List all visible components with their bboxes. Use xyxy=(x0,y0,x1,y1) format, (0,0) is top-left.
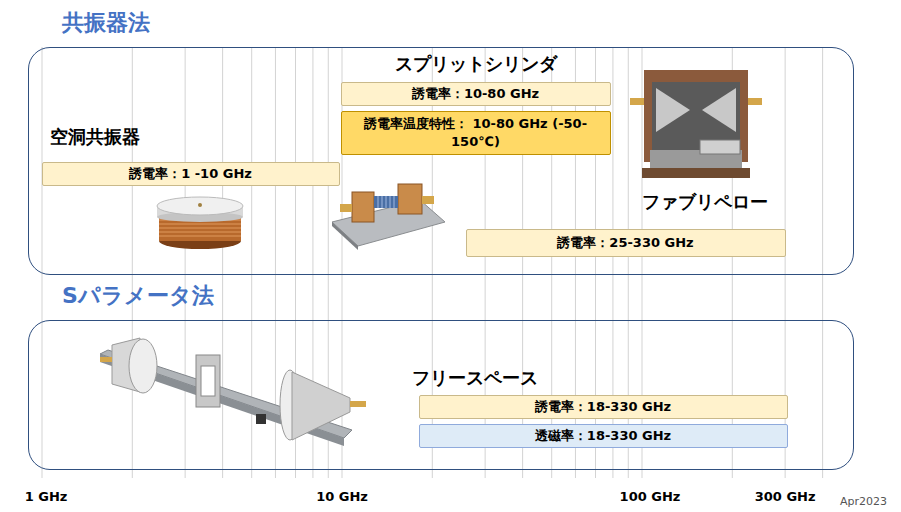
range-text: 誘電率：18-330 GHz xyxy=(535,398,671,416)
resonator-lid xyxy=(157,197,243,215)
coil-windings xyxy=(159,220,241,236)
sample-holder xyxy=(196,355,220,407)
connector xyxy=(350,401,366,407)
range-box: 誘電率：10-80 GHz xyxy=(341,82,611,106)
range-text: 誘電率：10-80 GHz xyxy=(412,85,539,103)
frame-top xyxy=(644,70,748,82)
connector xyxy=(748,98,762,105)
device-name: スプリットシリンダ xyxy=(395,53,557,74)
range-box: 誘電率温度特性： 10-80 GHz (-50-150℃) xyxy=(341,111,611,155)
range-text: 誘電率：1 -10 GHz xyxy=(129,165,252,183)
label-holder: スプリットシリンダ xyxy=(395,52,557,76)
grid-line xyxy=(222,47,223,478)
device-name: 空洞共振器 xyxy=(50,126,140,147)
frame-bottom xyxy=(642,168,750,178)
method-panel: 誘電率：18-330 GHz透磁率：18-330 GHzSパラメータ法 xyxy=(28,320,854,470)
axis-label: 1 GHz xyxy=(25,489,68,504)
label-holder: 10 GHz xyxy=(316,486,368,505)
device-name: ファブリペロー xyxy=(642,191,768,212)
cavity-resonator-picture xyxy=(157,197,243,249)
range-box: 透磁率：18-330 GHz xyxy=(419,424,788,448)
section-title: 共振器法 xyxy=(62,8,150,38)
range-text: 誘電率：25-330 GHz xyxy=(557,234,693,252)
label-holder: Apr2023 xyxy=(840,490,887,509)
range-box: 誘電率：25-330 GHz xyxy=(466,229,786,257)
label-holder: 1 GHz xyxy=(25,486,68,505)
section-title: Sパラメータ法 xyxy=(62,281,214,311)
label-holder: 300 GHz xyxy=(755,486,816,505)
axis-label: 300 GHz xyxy=(755,489,816,504)
mirror xyxy=(702,88,736,132)
connector xyxy=(630,98,644,105)
grid-line xyxy=(132,47,133,478)
grid-line xyxy=(822,47,823,478)
spring-coils xyxy=(378,196,394,208)
sample-window xyxy=(201,366,215,396)
micrometer xyxy=(700,140,740,154)
axis-label: 100 GHz xyxy=(620,489,681,504)
mirror xyxy=(656,88,690,132)
label-holder: フリースペース xyxy=(412,366,538,390)
label-holder: 100 GHz xyxy=(620,486,681,505)
gauge xyxy=(256,414,266,424)
connector xyxy=(422,196,434,204)
connector xyxy=(340,204,352,212)
grid-line xyxy=(185,47,186,478)
label-holder: 空洞共振器 xyxy=(50,125,140,149)
free-space-picture xyxy=(100,338,366,446)
device-name: フリースペース xyxy=(412,367,538,388)
split-cylinder-picture xyxy=(332,184,445,250)
method-panel: 誘電率：10-80 GHz 誘電率温度特性： 10-80 GHz (-50-150… xyxy=(28,47,854,275)
range-box: 誘電率：1 -10 GHz xyxy=(42,162,340,186)
copper-block xyxy=(352,192,374,222)
range-text: 誘電率温度特性： 10-80 GHz (-50-150℃) xyxy=(348,115,604,150)
lens xyxy=(129,339,157,393)
base-edge xyxy=(332,222,358,250)
resonator-port xyxy=(198,203,202,207)
copper-block xyxy=(398,184,422,214)
connector xyxy=(100,357,112,362)
range-box: 誘電率：18-330 GHz xyxy=(419,395,788,419)
spring xyxy=(374,196,398,208)
range-text: 透磁率：18-330 GHz xyxy=(535,427,671,445)
grid-line xyxy=(42,47,43,478)
axis-label: 10 GHz xyxy=(316,489,368,504)
label-holder: ファブリペロー xyxy=(642,190,768,214)
fabry-perot-picture xyxy=(630,70,762,178)
horn-antenna xyxy=(292,372,350,440)
date-note: Apr2023 xyxy=(840,495,887,508)
